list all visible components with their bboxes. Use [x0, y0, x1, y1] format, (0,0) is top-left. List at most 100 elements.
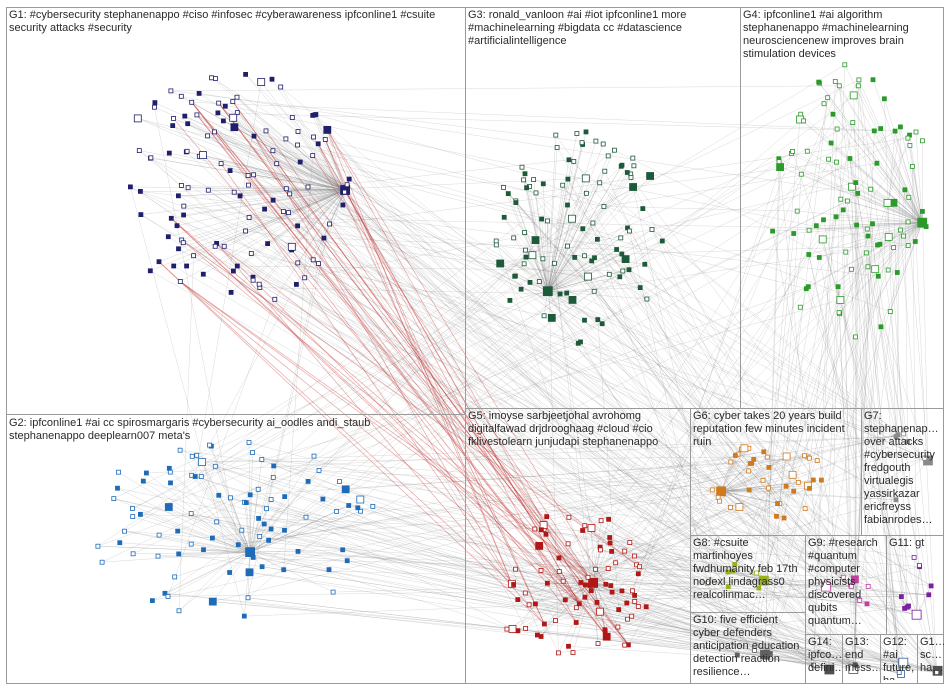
- graph-node-g12: [897, 671, 901, 675]
- graph-node-g1: [244, 229, 248, 233]
- graph-node-g1: [235, 95, 239, 99]
- graph-node-g6: [729, 460, 733, 464]
- graph-node-g1: [324, 126, 331, 133]
- graph-node-g3: [643, 262, 647, 266]
- graph-node-g4: [834, 215, 838, 219]
- graph-node-g2: [150, 599, 154, 603]
- graph-node-g3: [543, 287, 552, 296]
- graph-node-g1: [190, 100, 194, 104]
- graph-node-g3: [630, 184, 637, 191]
- graph-node-g3: [620, 163, 624, 167]
- graph-node-g1: [213, 77, 217, 81]
- graph-node-g2: [213, 464, 217, 468]
- graph-node-g2: [296, 549, 300, 553]
- graph-node-g2: [244, 501, 248, 505]
- graph-node-g3: [552, 261, 556, 265]
- graph-node-g6: [811, 478, 815, 482]
- graph-node-g1: [288, 243, 295, 250]
- graph-node-g5: [545, 515, 549, 519]
- graph-node-g5: [632, 554, 636, 558]
- graph-node-g4: [843, 63, 847, 67]
- graph-node-g1: [251, 278, 255, 282]
- edge: [829, 287, 838, 670]
- graph-node-g5: [514, 567, 518, 571]
- graph-node-g2: [96, 544, 100, 548]
- graph-node-g2: [169, 481, 173, 485]
- graph-node-g1: [138, 189, 142, 193]
- graph-node-g3: [660, 239, 664, 243]
- graph-node-g6: [803, 454, 807, 458]
- graph-node-g5: [614, 561, 618, 565]
- graph-node-g5: [620, 589, 624, 593]
- graph-node-g2: [342, 486, 349, 493]
- graph-node-g5: [636, 605, 640, 609]
- edge: [635, 595, 902, 596]
- graph-node-g3: [523, 248, 527, 252]
- graph-node-g3: [584, 130, 588, 134]
- graph-node-g2: [327, 568, 331, 572]
- graph-node-g9: [866, 584, 870, 588]
- edge: [316, 115, 525, 174]
- graph-node-g1: [231, 100, 235, 104]
- graph-node-g4: [849, 267, 853, 271]
- graph-node-g4: [871, 78, 875, 82]
- graph-node-g3: [534, 191, 538, 195]
- graph-node-g2: [228, 496, 232, 500]
- graph-node-g5: [623, 549, 627, 553]
- graph-node-g6: [710, 488, 714, 492]
- graph-node-g4: [872, 129, 876, 133]
- graph-node-g4: [884, 199, 891, 206]
- graph-node-g4: [869, 187, 873, 191]
- graph-node-g7: [894, 498, 898, 502]
- graph-node-g6: [752, 457, 756, 461]
- graph-node-g4: [857, 78, 861, 82]
- graph-node-g9: [821, 582, 830, 591]
- graph-node-g1: [341, 203, 345, 207]
- graph-node-g4: [886, 268, 890, 272]
- graph-node-g11: [912, 556, 916, 560]
- graph-node-g5: [539, 635, 543, 639]
- graph-node-g4: [807, 253, 811, 257]
- graph-node-g1: [153, 105, 157, 109]
- graph-node-g1: [185, 149, 189, 153]
- graph-node-g9: [841, 575, 845, 579]
- graph-node-g2: [215, 520, 219, 524]
- graph-node-g11: [929, 584, 933, 588]
- graph-node-g1: [252, 134, 256, 138]
- graph-node-g5: [567, 644, 571, 648]
- graph-node-g14: [825, 665, 834, 674]
- graph-node-g6: [767, 486, 771, 490]
- edge: [234, 192, 535, 604]
- edge: [213, 552, 250, 602]
- graph-node-g8: [726, 585, 730, 589]
- graph-node-g2: [217, 493, 221, 497]
- graph-node-g5: [574, 606, 578, 610]
- graph-node-g4: [834, 160, 838, 164]
- graph-node-g5: [581, 529, 585, 533]
- graph-node-g15: [935, 671, 939, 675]
- graph-node-g2: [123, 529, 127, 533]
- graph-node-g3: [508, 298, 512, 302]
- graph-node-g6: [783, 453, 790, 460]
- graph-node-g1: [231, 269, 235, 273]
- edge: [735, 253, 867, 565]
- graph-node-g3: [602, 205, 606, 209]
- graph-node-g6: [728, 505, 732, 509]
- graph-node-g3: [591, 221, 595, 225]
- edge: [195, 477, 250, 553]
- graph-node-g4: [864, 251, 868, 255]
- graph-node-g4: [879, 325, 883, 329]
- graph-node-g5: [599, 519, 603, 523]
- graph-node-g4: [850, 92, 857, 99]
- graph-node-g2: [347, 504, 351, 508]
- graph-node-g5: [636, 572, 640, 576]
- graph-node-g1: [157, 260, 161, 264]
- graph-node-g1: [200, 152, 207, 159]
- graph-node-g1: [182, 204, 186, 208]
- graph-node-g5: [561, 579, 565, 583]
- graph-node-g4: [792, 232, 796, 236]
- graph-node-g1: [247, 216, 251, 220]
- graph-node-g5: [597, 608, 604, 615]
- graph-node-g2: [116, 486, 120, 490]
- graph-node-g4: [903, 188, 907, 192]
